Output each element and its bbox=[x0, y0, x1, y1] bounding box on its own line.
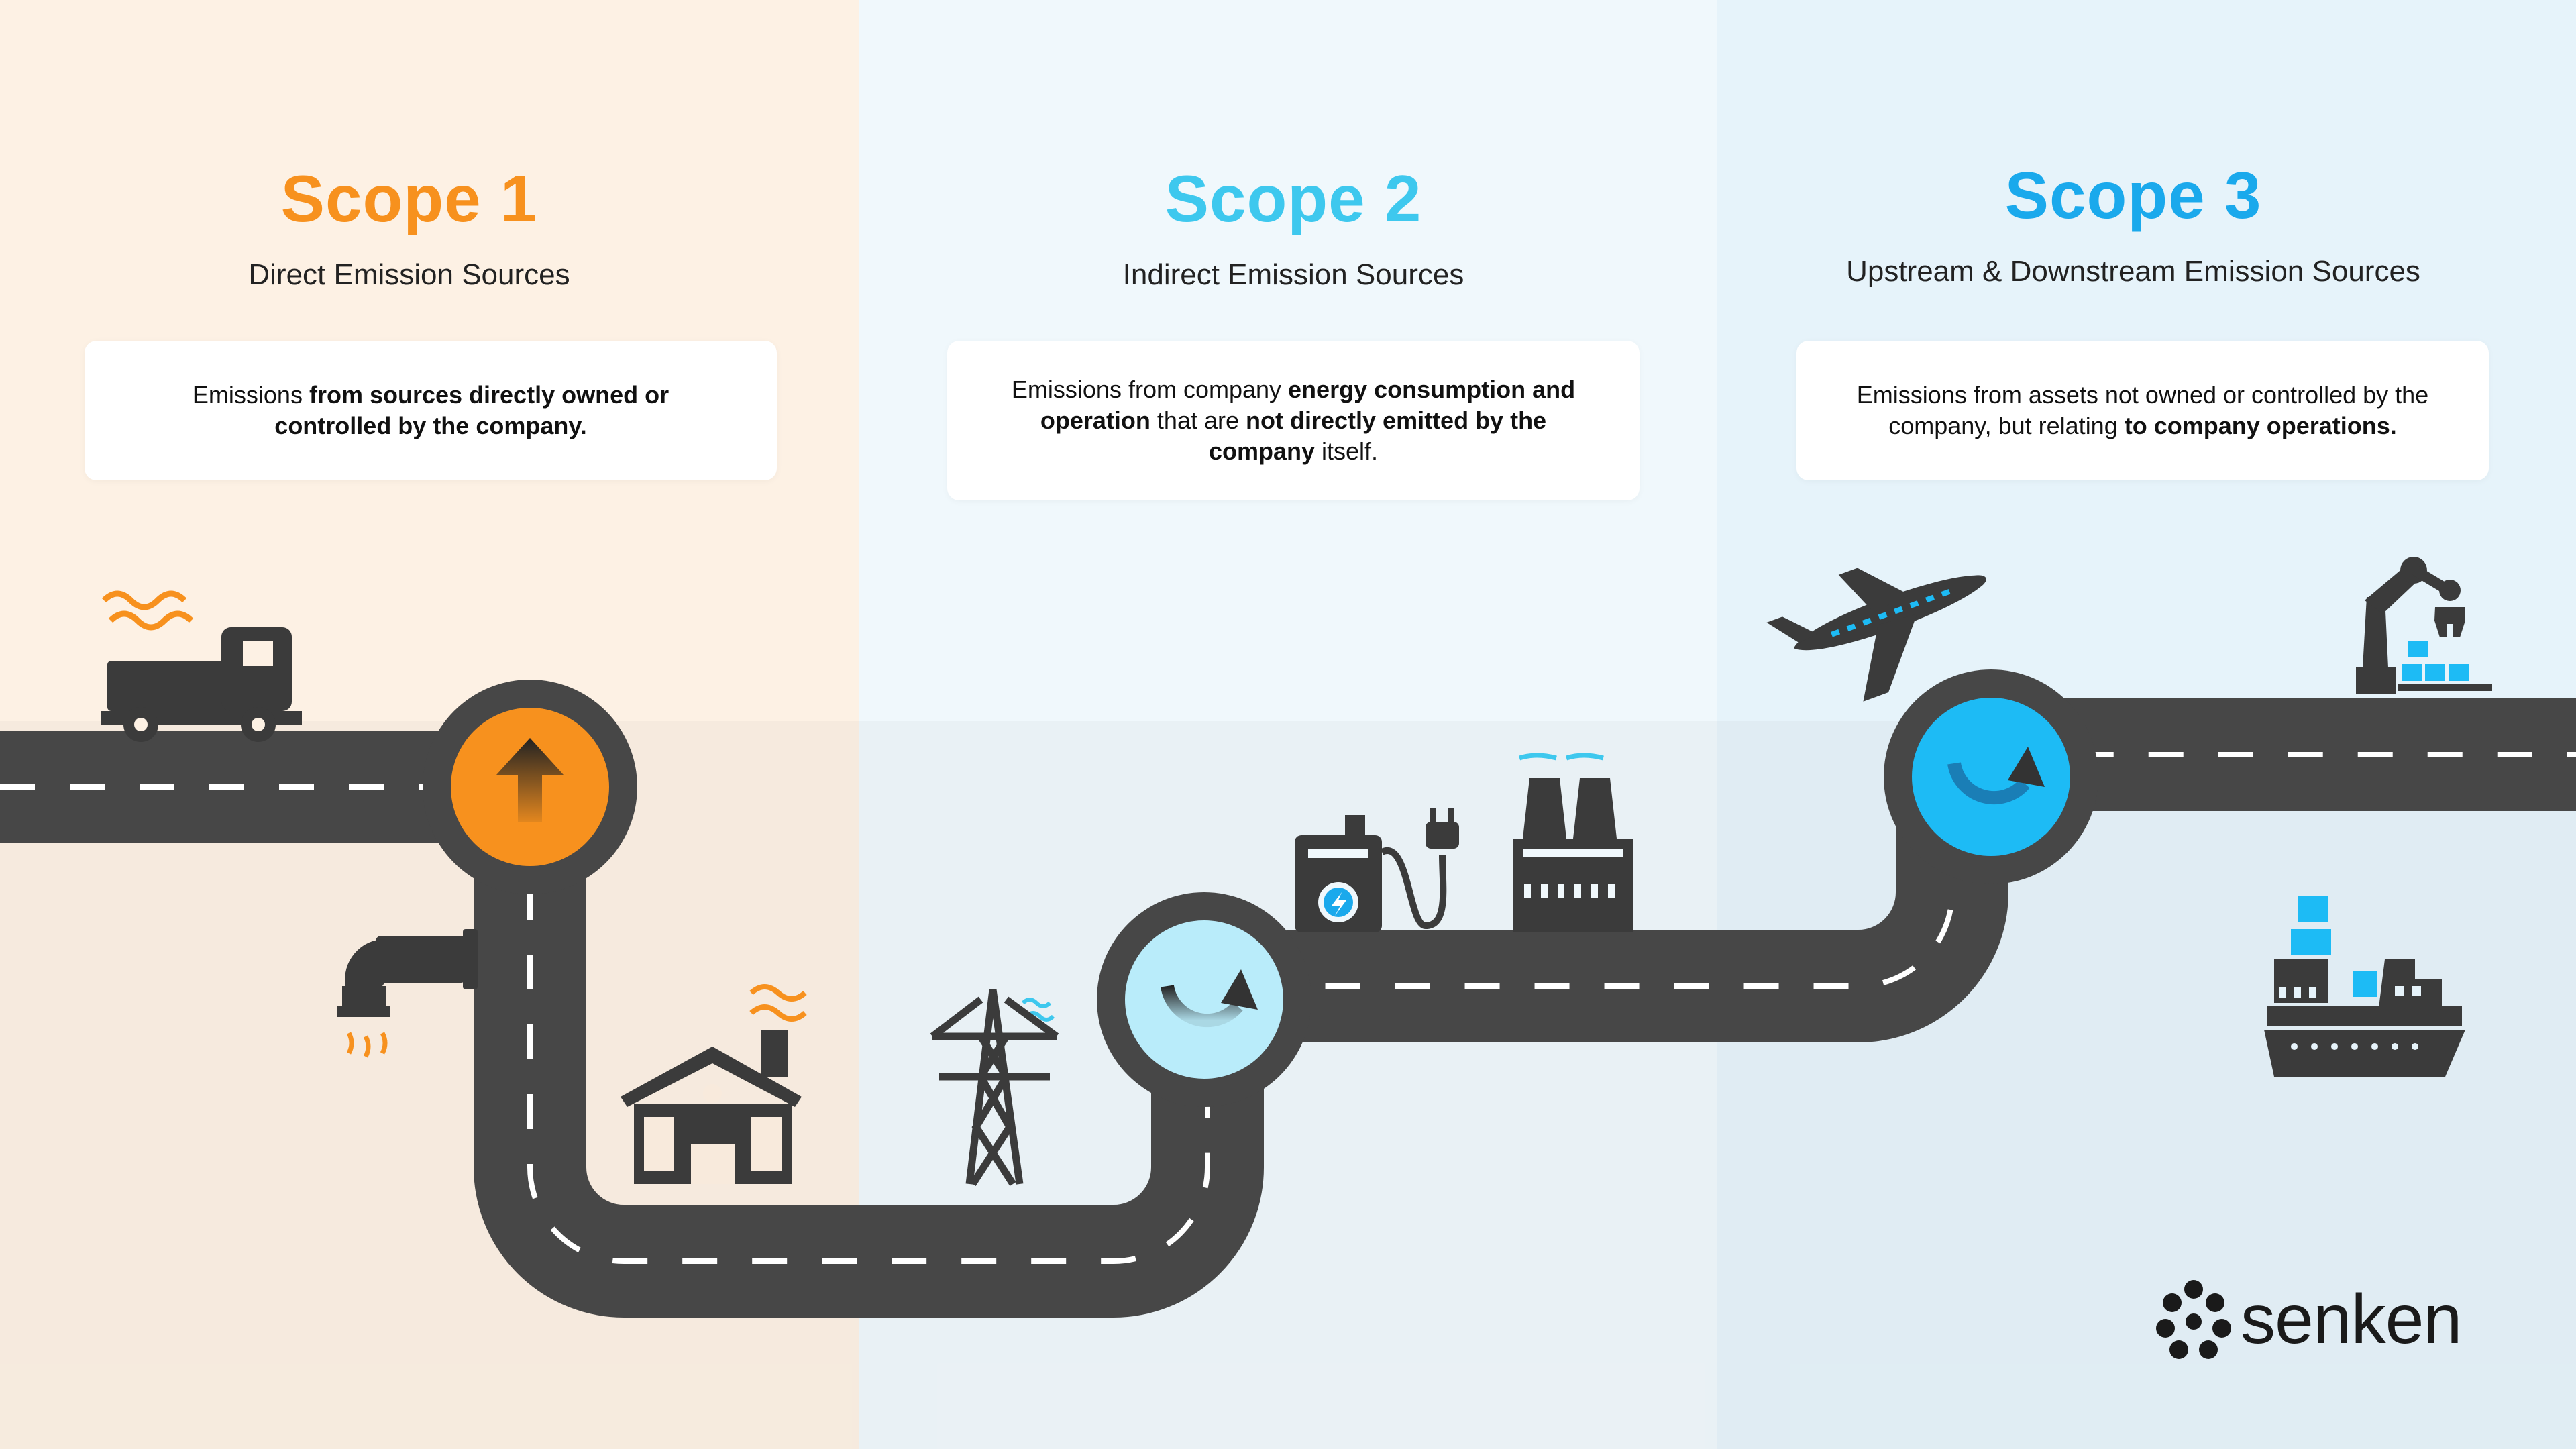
curved-arrow-icon bbox=[1161, 969, 1258, 1028]
scope2-subtitle: Indirect Emission Sources bbox=[1122, 258, 1464, 291]
scope1-title: Scope 1 bbox=[280, 162, 538, 235]
scope3-marker bbox=[1884, 669, 2098, 884]
scope3-description: Emissions from assets not owned or contr… bbox=[1796, 341, 2489, 480]
truck-icon bbox=[101, 590, 302, 742]
scope2-title: Scope 2 bbox=[1165, 162, 1422, 235]
scope2-marker bbox=[1097, 892, 1311, 1107]
robot-arm-icon bbox=[2356, 557, 2492, 694]
ev-charger-icon bbox=[1295, 808, 1459, 932]
arrow-up-icon bbox=[496, 738, 564, 822]
scope1-marker bbox=[423, 680, 637, 894]
power-pylon-icon bbox=[930, 989, 1059, 1186]
scope2-description: Emissions from company energy consumptio… bbox=[947, 341, 1640, 500]
curved-arrow-icon bbox=[1947, 747, 2045, 805]
exhaust-pipe-icon bbox=[337, 929, 478, 1058]
airplane-icon bbox=[1766, 568, 1986, 702]
brand-name: senken bbox=[2241, 1281, 2462, 1358]
house-icon bbox=[621, 984, 807, 1184]
senken-logo-mark bbox=[2156, 1280, 2231, 1359]
cargo-ship-icon bbox=[2264, 896, 2465, 1077]
scope3-title: Scope 3 bbox=[2004, 158, 2262, 232]
scope3-subtitle: Upstream & Downstream Emission Sources bbox=[1846, 255, 2420, 288]
scope1-description: Emissions from sources directly owned or… bbox=[85, 341, 777, 480]
senken-logo: senken bbox=[2153, 1275, 2489, 1368]
scope1-subtitle: Direct Emission Sources bbox=[248, 258, 570, 291]
factory-icon bbox=[1513, 753, 1633, 932]
